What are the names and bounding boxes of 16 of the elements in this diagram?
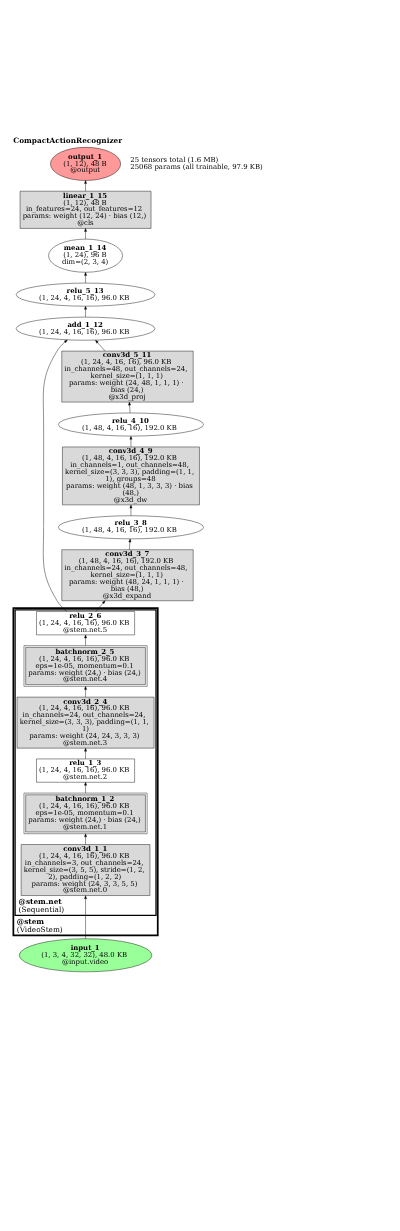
arrow <box>128 538 132 550</box>
arrow <box>84 271 87 283</box>
arrow <box>129 435 133 447</box>
arrow <box>84 685 87 697</box>
arrow <box>84 747 87 759</box>
arrow <box>84 781 87 793</box>
arrow <box>84 179 87 191</box>
arrow <box>84 833 87 845</box>
arrow <box>84 305 87 317</box>
arrow <box>129 504 133 516</box>
arrow <box>84 227 87 239</box>
arrow <box>84 894 87 939</box>
arrow <box>84 634 87 646</box>
arrow <box>128 401 131 413</box>
arrow <box>95 339 106 351</box>
arrow <box>95 600 106 612</box>
